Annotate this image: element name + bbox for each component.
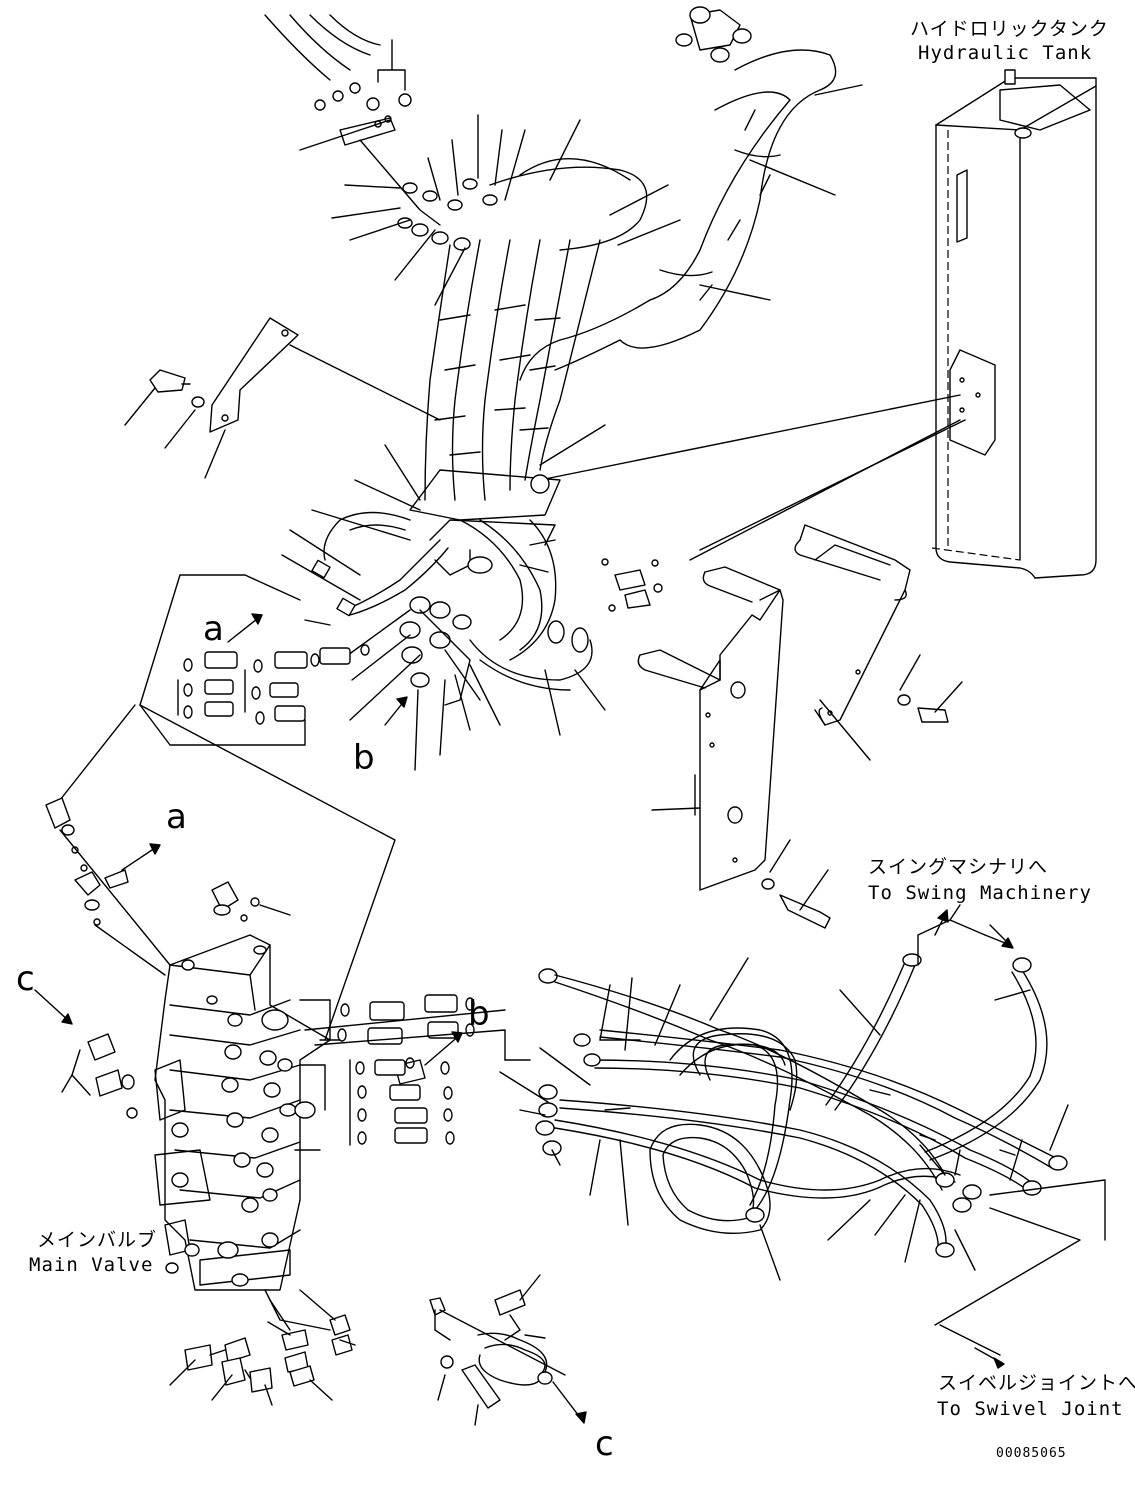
leader xyxy=(814,84,863,96)
leader xyxy=(304,619,331,626)
callout-b-lower: b xyxy=(468,994,490,1034)
cover-plate xyxy=(794,524,911,761)
centre-leaders xyxy=(281,424,606,771)
fitting-set-a xyxy=(177,644,370,725)
upper-leaders xyxy=(299,39,681,306)
hydraulic-tank-label-en: Hydraulic Tank xyxy=(918,42,1093,64)
hydraulic-tank-label-jp: ハイドロリックタンク xyxy=(910,18,1109,40)
leader xyxy=(689,419,961,561)
callout-b-upper: b xyxy=(353,738,375,778)
lower-hose-bundle xyxy=(535,953,1068,1258)
callout-b-outline xyxy=(139,704,396,1041)
pressure-switch-assembly xyxy=(429,1274,566,1426)
fitting-set-b xyxy=(304,994,506,1146)
swing-machinery-label-en: To Swing Machinery xyxy=(868,882,1092,904)
callout-c-bottom: c xyxy=(595,1424,614,1464)
swivel-joint-label-jp: スイベルジョイントへ xyxy=(938,1372,1135,1394)
leader xyxy=(59,704,136,801)
leader xyxy=(699,284,771,301)
lower-leaders xyxy=(499,957,1106,1356)
leader xyxy=(749,159,836,196)
hose-clamp-bracket xyxy=(124,317,441,479)
tank-leader-line xyxy=(539,394,961,481)
suction-hose xyxy=(519,6,837,381)
centre-clamp-block xyxy=(311,469,593,706)
callout-arrows xyxy=(34,613,1014,1424)
sensor-cluster xyxy=(169,1289,356,1406)
swing-machinery-label-jp: スイングマシナリへ xyxy=(868,856,1049,878)
bolts-right xyxy=(761,654,963,929)
callout-c-left: c xyxy=(16,959,35,999)
swing-machinery-arrows xyxy=(917,904,1011,966)
valve-fittings-left xyxy=(61,1033,138,1119)
drawing-number: 00085065 xyxy=(996,1446,1067,1461)
mounting-plate xyxy=(637,566,784,891)
swivel-joint-label-en: To Swivel Joint xyxy=(937,1398,1124,1420)
callout-a-lower: a xyxy=(166,797,187,837)
upper-hose-bundle xyxy=(264,14,648,501)
main-valve-label-en: Main Valve xyxy=(29,1254,154,1276)
callout-a-upper: a xyxy=(203,609,224,649)
tank-leader-line-2 xyxy=(699,419,966,551)
main-valve xyxy=(154,934,331,1291)
fittings-upper-left xyxy=(45,797,291,976)
centre-fittings xyxy=(601,558,663,612)
main-valve-label-jp: メインバルブ xyxy=(37,1229,158,1251)
hydraulic-tank xyxy=(931,69,1097,579)
